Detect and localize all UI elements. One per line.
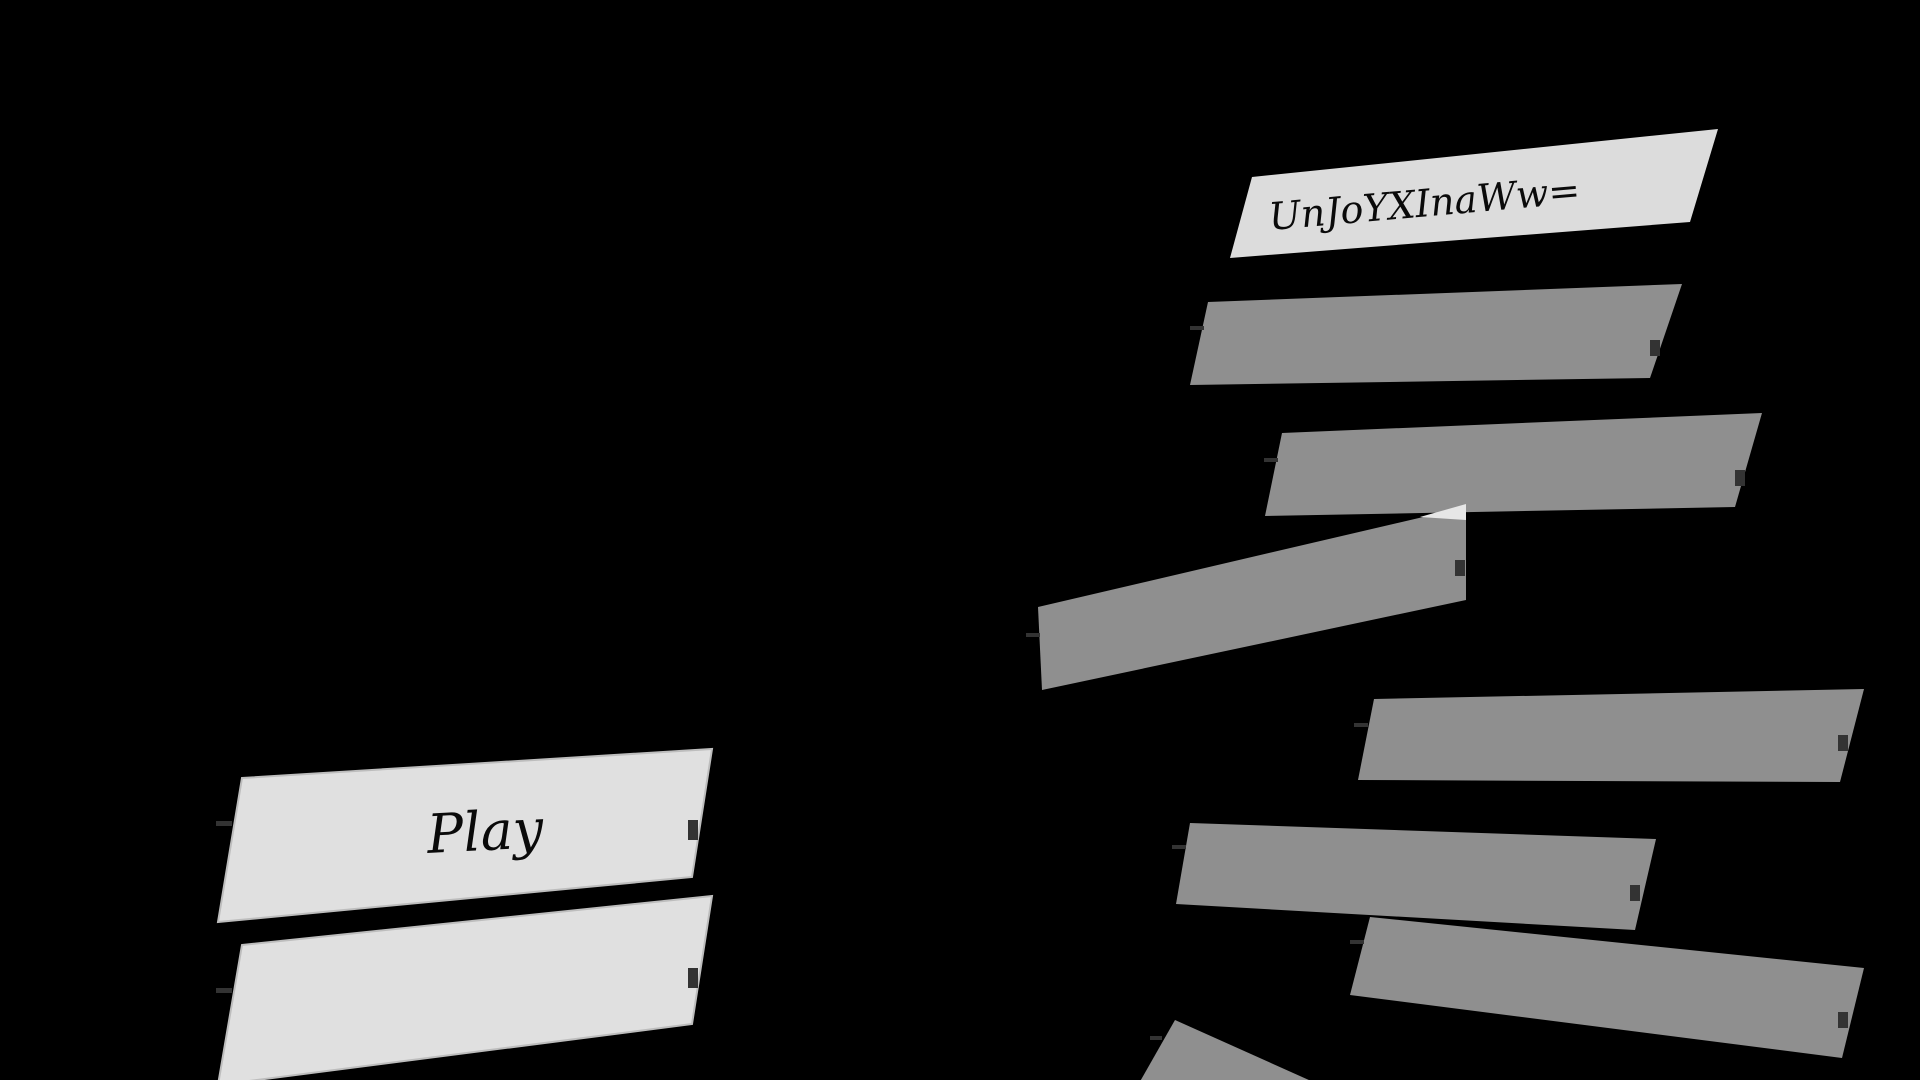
list-item-plank: [1358, 689, 1864, 782]
tape-mark-icon: [1735, 470, 1745, 486]
name-field-plank: [1230, 129, 1718, 258]
list-item-plank: [1140, 1020, 1309, 1080]
list-item[interactable]: [1138, 1020, 1320, 1080]
play-button-label: Play: [424, 797, 546, 866]
tape-mark-icon: [1172, 845, 1186, 849]
list-item-plank: [1350, 917, 1864, 1058]
tape-mark-icon: [688, 968, 698, 988]
tape-mark-icon: [1630, 885, 1640, 901]
list-item[interactable]: [1264, 413, 1762, 516]
tape-mark-icon: [1838, 735, 1848, 751]
tape-mark-icon: [1455, 560, 1465, 576]
list-item-plank: [1265, 413, 1762, 516]
list-item[interactable]: [1026, 504, 1466, 690]
list-item[interactable]: [1190, 284, 1682, 385]
tape-mark-icon: [216, 988, 232, 993]
tape-mark-icon: [1026, 633, 1040, 637]
tape-mark-icon: [1650, 340, 1660, 356]
tape-mark-icon: [1190, 326, 1204, 330]
list-item-plank: [1176, 823, 1656, 930]
list-item-plank: [1038, 507, 1466, 690]
tape-mark-icon: [1838, 1012, 1848, 1028]
list-item[interactable]: [1350, 917, 1864, 1058]
tape-mark-icon: [1264, 458, 1278, 462]
second-menu-button[interactable]: [216, 894, 714, 1080]
list-item-plank: [1190, 284, 1682, 385]
list-item[interactable]: [1354, 689, 1864, 782]
name-field[interactable]: UnJoYXInaWw=: [1230, 129, 1718, 258]
tape-mark-icon: [1354, 723, 1368, 727]
tape-mark-icon: [216, 821, 232, 826]
second-menu-button-plank: [217, 894, 714, 1080]
plank-edge-highlight: [1420, 504, 1466, 520]
play-button-plank: [216, 747, 714, 924]
tape-mark-icon: [688, 820, 698, 840]
tape-mark-icon: [1150, 1036, 1162, 1040]
play-button[interactable]: Play: [216, 747, 714, 924]
tape-mark-icon: [1350, 940, 1364, 944]
list-item[interactable]: [1172, 823, 1656, 930]
